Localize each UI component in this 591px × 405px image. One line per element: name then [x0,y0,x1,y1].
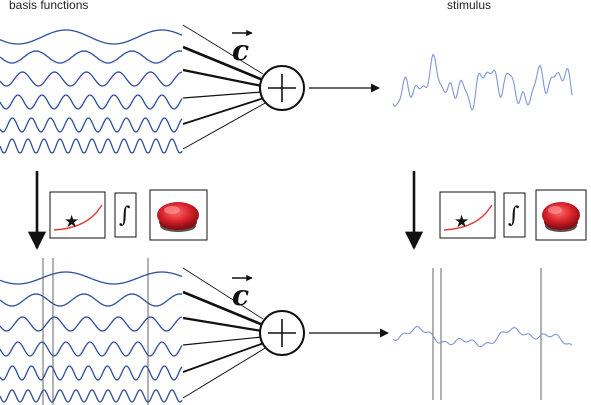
right-processing-steps: ★ ∫ [439,189,587,241]
basis-wave [0,389,183,403]
weight-line [182,346,268,399]
bottom-basis-functions [0,271,183,403]
left-processing-steps: ★ ∫ [49,189,208,241]
basis-functions-label: basis functions [9,0,89,12]
nonlinearity-curve [53,204,103,231]
basis-wave [0,271,183,285]
top-basis-functions [0,29,183,154]
integral-box [114,192,137,238]
weight-line [182,342,265,373]
bottom-left-spike-lines [42,258,149,405]
weight-line [182,316,263,333]
bottom-right-spike-lines [432,268,542,400]
weight-line [182,68,263,88]
weight-line [182,336,263,346]
top-c-vector-label: c [232,29,253,67]
weight-line [182,91,263,99]
integral-icon: ∫ [508,203,520,228]
basis-wave [0,341,183,357]
nonlinearity-box [439,191,496,239]
basis-wave [0,29,183,45]
bottom-sum-node [259,310,305,356]
star-icon: ★ [454,212,469,231]
weight-line [182,97,265,125]
integral-icon: ∫ [119,203,131,228]
basis-wave [0,50,183,64]
bottom-stimulus-trace [392,325,573,348]
nonlinearity-curve [443,204,493,231]
basis-wave [0,71,183,87]
top-stimulus-trace [392,53,573,111]
nonlinearity-box [49,191,106,239]
basis-wave [0,94,183,110]
weight-line [182,45,264,82]
top-weight-lines [182,24,268,150]
red-button-icon [542,202,580,232]
basis-wave [0,293,183,307]
weight-line [182,290,264,327]
star-icon: ★ [64,212,79,231]
weight-line [182,101,268,150]
top-sum-node [259,65,305,111]
integral-box [503,192,526,238]
c-label: c [232,279,249,312]
basis-wave [0,117,183,133]
stimulus-label: stimulus [447,0,492,12]
basis-wave [0,365,183,381]
basis-wave [0,138,183,154]
bottom-weight-lines [182,267,268,399]
basis-wave [0,316,183,332]
red-button-icon [157,202,199,232]
weight-line [182,267,264,320]
c-label: c [232,34,249,67]
weight-line [182,24,264,75]
bottom-c-vector-label: c [232,274,253,312]
